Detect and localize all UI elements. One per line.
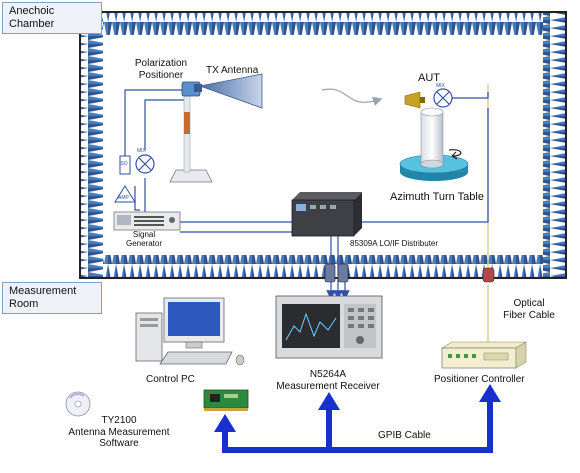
mixer-aut-symbol: [433, 88, 453, 108]
software-label: TY2100 Antenna Measurement Software: [68, 415, 170, 449]
gpib-bus: [214, 384, 501, 453]
control-pc-label: Control PC: [146, 374, 195, 385]
gpib-cable-label: GPIB Cable: [378, 430, 431, 441]
polarization-positioner-label: Polarization Positioner: [134, 58, 188, 81]
wall-connectors: [324, 263, 495, 283]
propagation-arrow: [321, 88, 383, 106]
amplifier-symbol: [114, 185, 136, 203]
iso-label: ISO: [119, 161, 128, 167]
measurement-room-label: Measurement Room: [2, 282, 102, 315]
control-pc: [135, 297, 245, 366]
tx-antenna-label: TX Antenna: [206, 65, 259, 76]
anechoic-chamber-text: Anechoic Chamber: [9, 5, 55, 31]
lo-if-distributer: [291, 192, 362, 237]
lo-if-distributer-label: 85309A LO/IF Distributer: [350, 239, 439, 248]
tx-antenna: [194, 73, 263, 109]
positioner-controller: [440, 341, 528, 369]
aut-antenna: [404, 91, 425, 109]
measurement-receiver: [275, 295, 383, 359]
mixer-tx-symbol: [135, 154, 155, 174]
mixer-tx-label: MIX: [137, 148, 146, 154]
amp-label: AMP: [118, 195, 129, 201]
azimuth-turn-table-label: Azimuth Turn Table: [390, 191, 484, 203]
aut-label: AUT: [418, 72, 440, 84]
measurement-room-text: Measurement Room: [9, 285, 77, 311]
signal-generator-label: Signal Generator: [125, 230, 163, 249]
optical-fiber-cable-label: Optical Fiber Cable: [503, 298, 555, 321]
anechoic-chamber-label: Anechoic Chamber: [2, 2, 102, 35]
isolator-box: [119, 155, 131, 175]
positioner-controller-label: Positioner Controller: [434, 374, 525, 385]
software-cd: [65, 391, 91, 417]
measurement-receiver-label: N5264A Measurement Receiver: [276, 369, 380, 392]
mixer-aut-label: MIX: [436, 83, 445, 89]
gpib-interface-card: [203, 389, 249, 411]
signal-generator: [113, 211, 181, 231]
azimuth-turn-table: [399, 107, 469, 181]
